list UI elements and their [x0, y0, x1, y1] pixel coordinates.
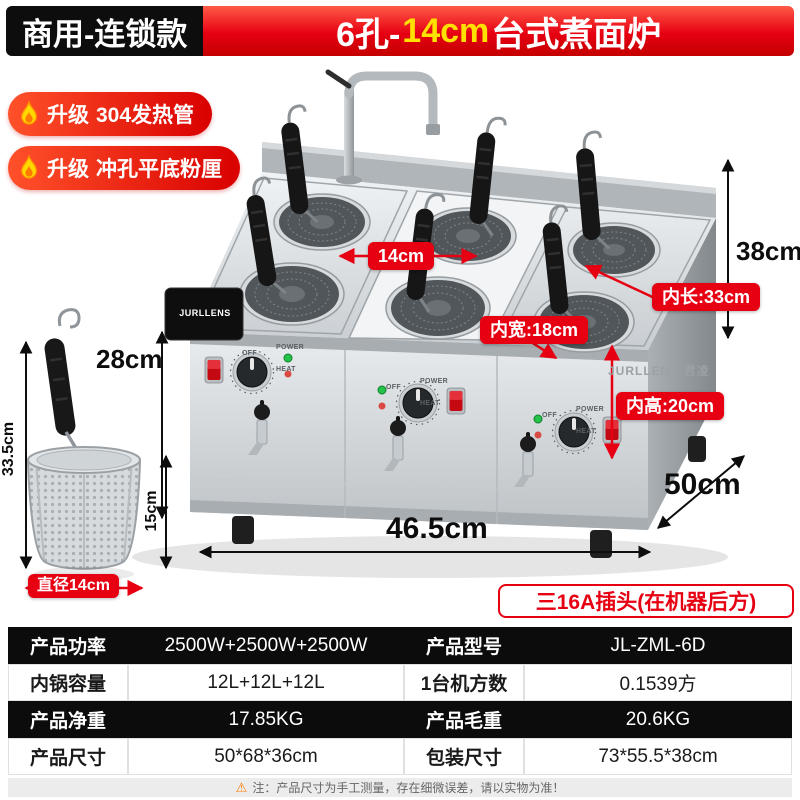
spec-value: 73*55.5*38cm [524, 738, 792, 775]
power-led [533, 414, 543, 424]
dim-basket-total-height: 33.5cm [0, 421, 17, 477]
panel-heat-label: HEAT [420, 400, 440, 407]
spec-label: 产品净重 [8, 701, 128, 738]
badge-text: 冲孔平底粉厘 [96, 158, 222, 181]
control-cluster [204, 349, 293, 395]
spec-label: 产品功率 [8, 627, 128, 664]
badge-tag: 升级 [47, 158, 89, 181]
flame-icon [20, 101, 38, 125]
panel-power-label: POWER [276, 344, 304, 351]
pot [273, 193, 371, 251]
warning-icon: ⚠ [235, 779, 248, 795]
spec-value: 50*68*36cm [128, 738, 404, 775]
control-panel [204, 349, 622, 455]
pill-inner-width: 内宽:18cm [480, 316, 589, 344]
flame-icon [20, 155, 38, 179]
header-category: 商用-连锁款 [6, 6, 204, 56]
plug-note: 三16A插头(在机器后方) [498, 584, 794, 618]
faucet [325, 69, 440, 185]
spec-label: 产品尺寸 [8, 738, 128, 775]
spec-value: 2500W+2500W+2500W [128, 627, 404, 664]
brand-logo-text: JURLLENS [179, 308, 231, 318]
pill-inner-height: 内高:20cm [616, 392, 725, 420]
power-led [377, 385, 387, 395]
spec-value: JL-ZML-6D [524, 627, 792, 664]
dim-body-height: 28cm [96, 344, 163, 374]
title-suffix: 台式煮面炉 [491, 15, 662, 54]
spec-label: 产品型号 [404, 627, 524, 664]
panel-labels: OFF POWER HEAT [208, 340, 318, 386]
dim-width: 46.5cm [386, 512, 488, 545]
pill-inner-length: 内长:33cm [652, 283, 761, 311]
heat-led [534, 431, 542, 439]
pot [385, 276, 491, 340]
panel-off-label: OFF [542, 412, 557, 419]
panel-off-label: OFF [242, 350, 257, 357]
pill-pot-diameter: 14cm [368, 242, 435, 270]
panel-power-label: POWER [420, 378, 448, 385]
panel-heat-label: HEAT [276, 366, 296, 373]
pot [239, 262, 345, 326]
spec-value: 0.1539方 [524, 664, 792, 701]
power-led [283, 353, 293, 363]
footer-note-bar: ⚠ 注：产品尺寸为手工测量，存在细微误差，请以实物为准！ [8, 778, 792, 797]
panel-power-label: POWER [576, 406, 604, 413]
dim-total-height: 38cm [736, 236, 800, 266]
footer-note: 注：产品尺寸为手工测量，存在细微误差，请以实物为准！ [252, 781, 565, 795]
badge-upgrade-heater: 升级 304发热管 [8, 92, 213, 136]
spec-label: 产品毛重 [404, 701, 524, 738]
heat-led [284, 370, 292, 378]
header-banner: 商用-连锁款 6孔- 14cm 台式煮面炉 [6, 6, 794, 56]
panel-off-label: OFF [386, 384, 401, 391]
control-cluster [533, 409, 622, 455]
badge-tag: 升级 [47, 104, 89, 127]
brand-watermark: JURLLENS 君凌 [608, 364, 710, 378]
dim-depth: 50cm [664, 468, 741, 501]
title-highlight: 14cm [402, 11, 490, 50]
spec-value: 17.85KG [128, 701, 404, 738]
spec-label: 内锅容量 [8, 664, 128, 701]
control-cluster [377, 380, 466, 426]
badge-text: 304发热管 [96, 104, 195, 127]
brand-plaque [164, 287, 244, 341]
dim-basket-body-height: 15cm [143, 490, 160, 532]
spec-table: 产品功率 2500W+2500W+2500W 产品型号 JL-ZML-6D 内锅… [8, 627, 792, 775]
pill-basket-diameter: 直径14cm [28, 574, 119, 598]
panel-labels: OFF POWER HEAT [352, 374, 462, 420]
badge-upgrade-basket: 升级 冲孔平底粉厘 [8, 146, 240, 190]
spec-label: 1台机方数 [404, 664, 524, 701]
panel-labels: OFF POWER HEAT [508, 402, 618, 448]
heat-led [378, 402, 386, 410]
spec-value: 20.6KG [524, 701, 792, 738]
header-title: 6孔- 14cm 台式煮面炉 [203, 6, 794, 56]
panel-heat-label: HEAT [576, 428, 596, 435]
spec-label: 包装尺寸 [404, 738, 524, 775]
title-prefix: 6孔- [336, 15, 401, 54]
pot [567, 222, 661, 278]
spec-value: 12L+12L+12L [128, 664, 404, 701]
